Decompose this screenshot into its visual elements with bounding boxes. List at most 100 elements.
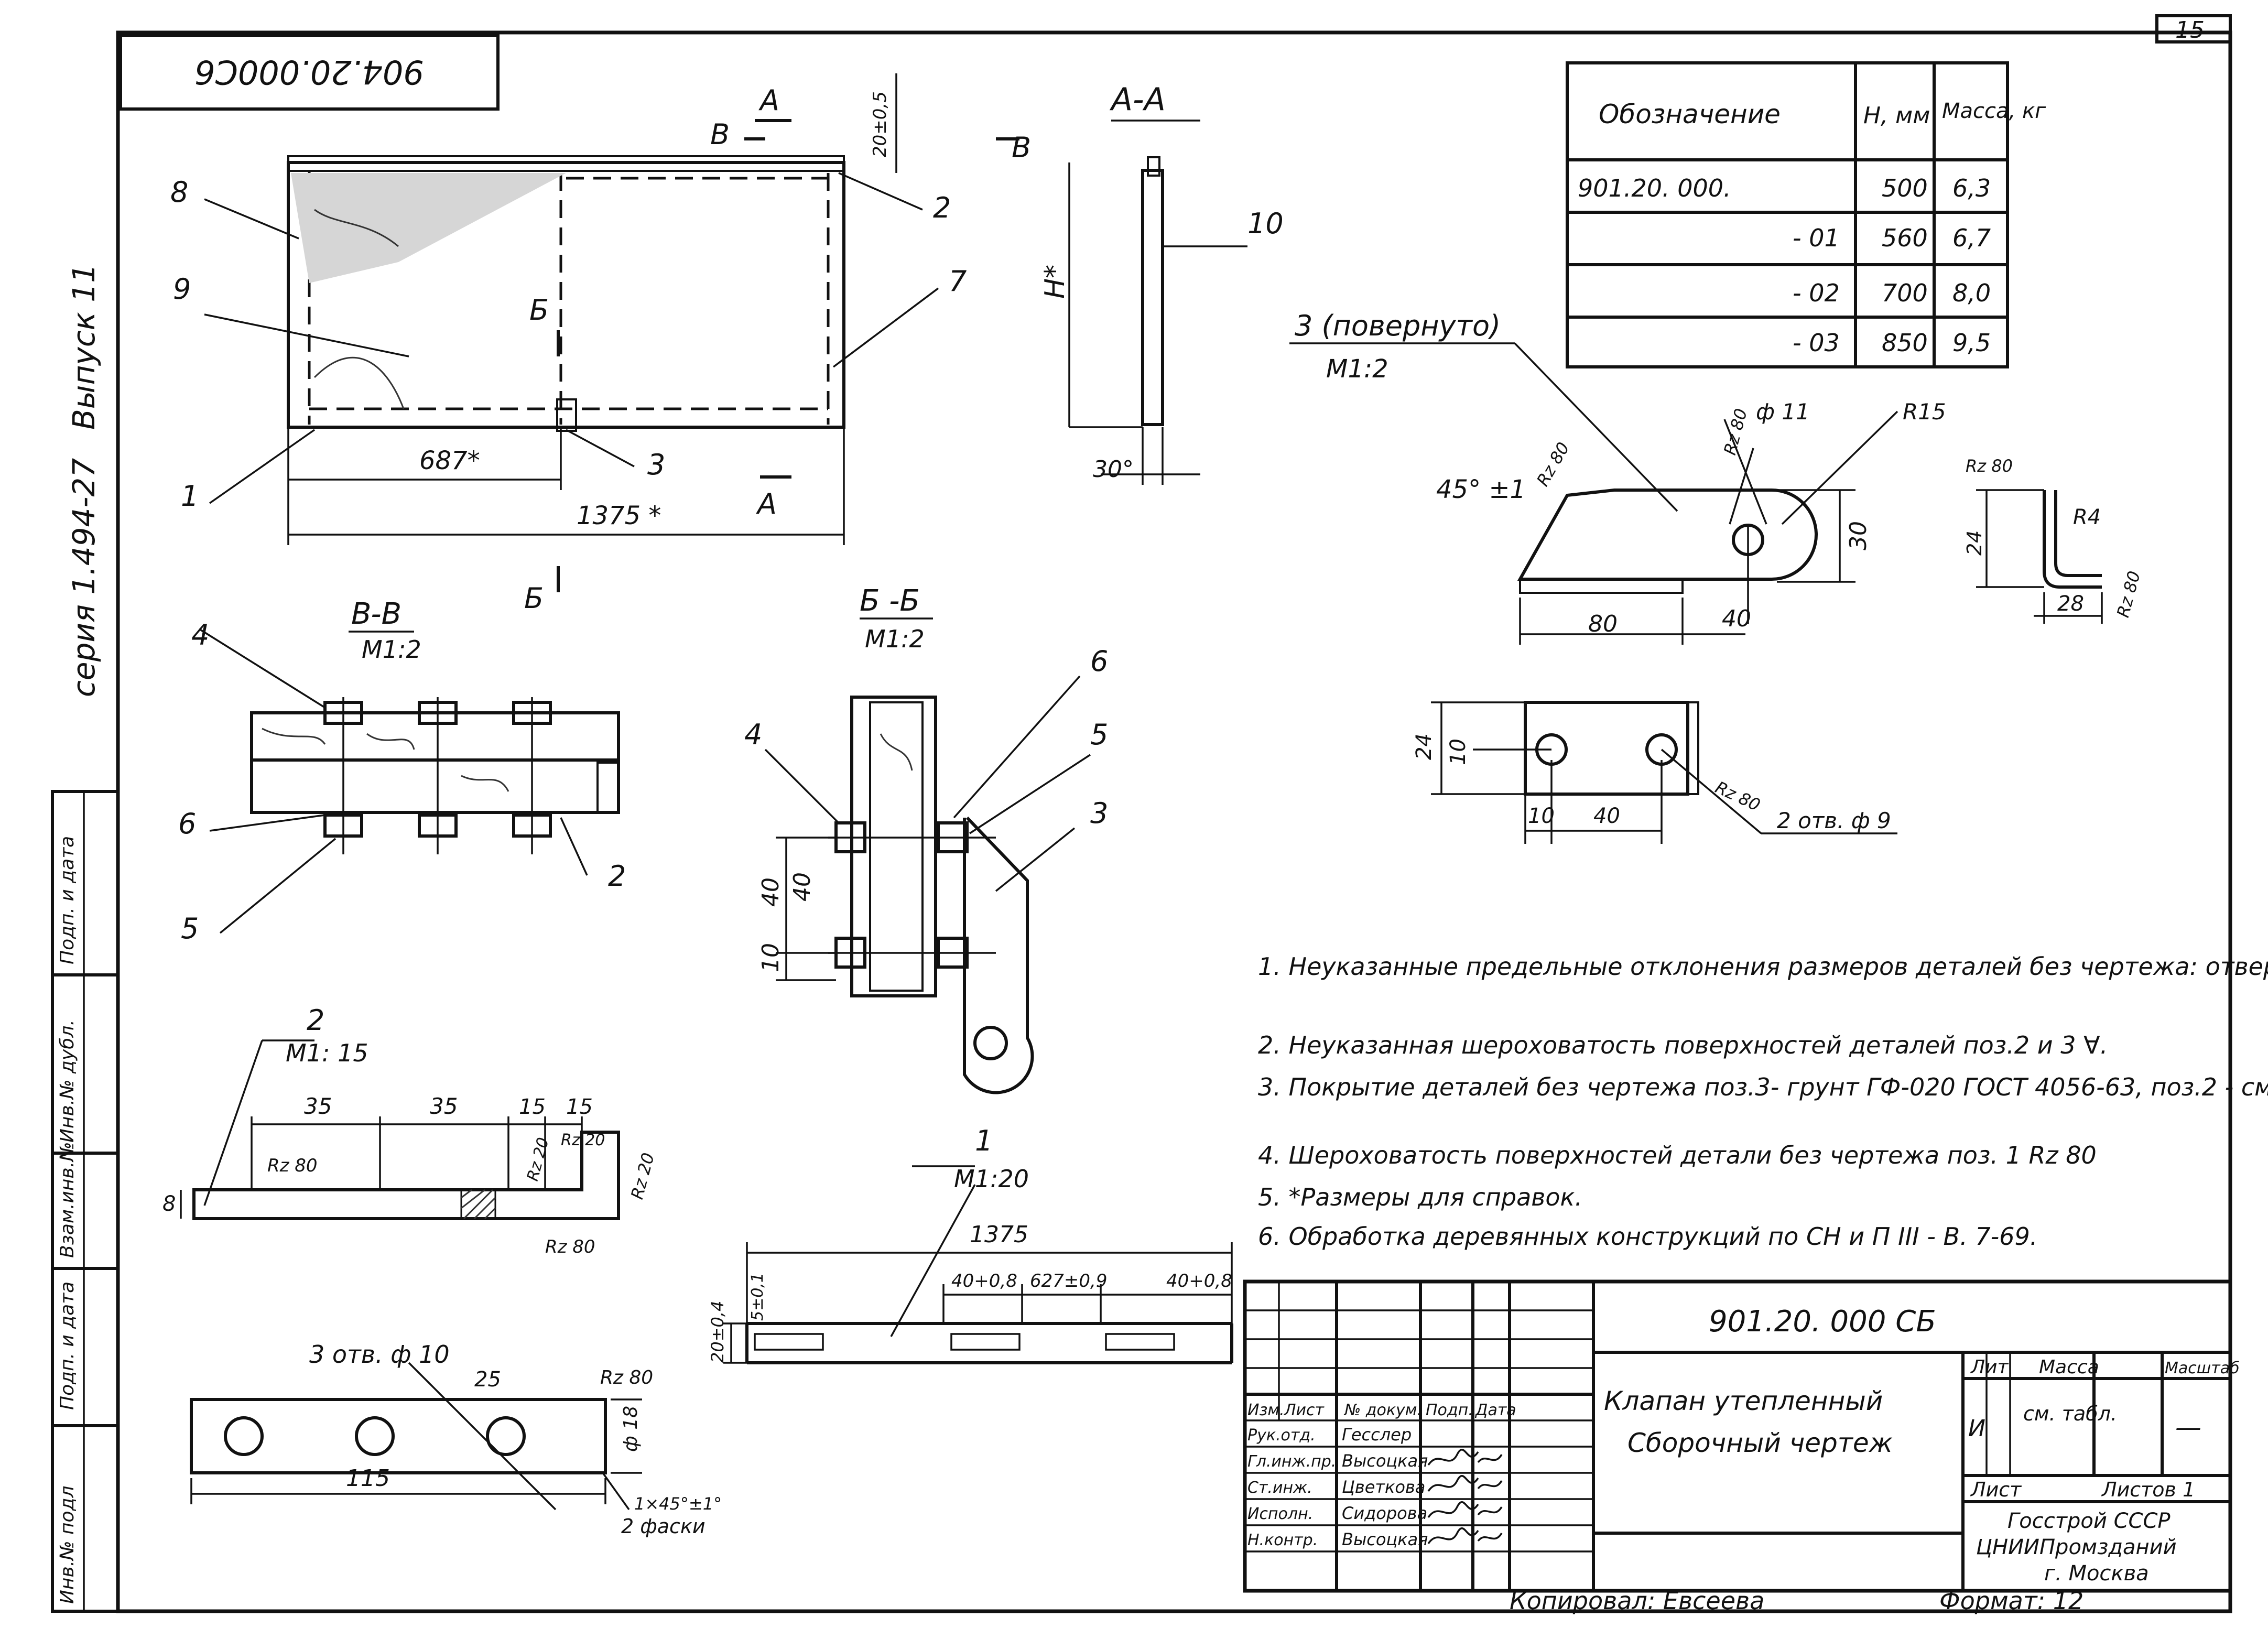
title-block-role-3: Ст.инж. [1247, 1479, 1312, 1497]
title-block-scale-value: — [2175, 1412, 2201, 1442]
callout-2: 2 [933, 191, 951, 224]
title-block-sheets-label: Листов 1 [2101, 1478, 2195, 1501]
part1-dim-627: 627±0,9 [1030, 1271, 1107, 1291]
part3-dim-rz3: Rz 80 [1712, 777, 1764, 815]
table-row-1-m: 6,7 [1952, 224, 1991, 252]
title-block-frame [1243, 1279, 2232, 1593]
part3-dim-rz2: Rz 80 [1720, 406, 1751, 457]
dim-1375: 1375 * [577, 501, 661, 530]
table-row-1-h: 560 [1882, 224, 1928, 252]
title-block-lit-label: Лит [1970, 1356, 2009, 1378]
series-label: серия 1.494-27 [66, 458, 102, 697]
table-row-3-h: 850 [1882, 329, 1928, 357]
table-row-2-des: - 02 [1793, 279, 1840, 307]
section-bb-scale: M1:2 [865, 625, 925, 653]
part2-dim-35a: 35 [304, 1093, 332, 1119]
part1-drawing [723, 1165, 1233, 1364]
part2-rz-top: Rz 20 [561, 1131, 605, 1149]
title-block-name-5: Высоцкая [1342, 1529, 1428, 1549]
part1-dim-20: 20±0,4 [708, 1301, 728, 1363]
bracket-drawing [1976, 489, 2103, 624]
title-block-role-4: Исполн. [1247, 1505, 1313, 1523]
section-bb-dim-40a: 40 [757, 877, 784, 907]
note-3: 3. Покрытие деталей без чертежа поз.3- г… [1258, 1073, 2268, 1101]
title-block-org-1: Госстрой СССР [2007, 1509, 2171, 1533]
section-mark-b-right: B [1012, 131, 1031, 164]
bracket-dim-24: 24 [1963, 530, 1986, 556]
part2-rz-mid: Rz 20 [524, 1136, 553, 1183]
title-block-mass-value: см. табл. [2023, 1402, 2117, 1425]
part3-dim-40b: 40 [1593, 804, 1620, 828]
part3-dim-holes: 2 отв. ф 9 [1777, 808, 1891, 833]
section-vv-callout-5: 5 [181, 912, 199, 945]
part3-title: 3 (повернуто) [1295, 309, 1501, 342]
title-block-mass-label: Масса [2039, 1356, 2099, 1378]
callout-3: 3 [647, 448, 665, 481]
part1-dim-1375: 1375 [970, 1221, 1028, 1248]
part2-rz-left: Rz 80 [267, 1155, 318, 1176]
part3-dim-30: 30 [1845, 521, 1872, 550]
table-row-0-m: 6,3 [1952, 174, 1991, 202]
section-aa-callout: 10 [1247, 207, 1284, 240]
part3-dim-angle: 45° ±1 [1436, 475, 1526, 504]
section-bb-callout-5: 5 [1090, 718, 1108, 751]
part2-title: 2 [307, 1004, 324, 1037]
part2-dim-8: 8 [162, 1192, 176, 1216]
table-header-designation: Обозначение [1599, 99, 1781, 129]
title-block-lit-value: И [1968, 1415, 1985, 1442]
section-vv [199, 628, 620, 934]
part3-scale: M1:2 [1326, 354, 1388, 384]
title-block-col-doc: № докум. [1343, 1401, 1422, 1419]
dim-height: H* [1039, 265, 1071, 299]
note-1: 1. Неуказанные предельные отклонения раз… [1258, 952, 2268, 981]
title-block-code: 901.20. 000 СБ [1709, 1305, 1936, 1339]
title-block-org-2: ЦНИИПромзданий [1976, 1535, 2177, 1559]
part3-dim-hole: ф 11 [1756, 399, 1810, 425]
footer-format: Формат: 12 [1939, 1587, 2083, 1615]
section-mark-be-top: Б [529, 294, 549, 327]
note-5: 5. *Размеры для справок. [1258, 1183, 1582, 1211]
strip-label-3: Взам.инв.№ [57, 1142, 78, 1258]
part3-dim-rz1: Rz 80 [1533, 439, 1574, 490]
notes-block: 1. Неуказанные предельные отклонения раз… [1258, 952, 2268, 1251]
table-row-2-m: 8,0 [1952, 279, 1991, 307]
section-bb-dim-10: 10 [757, 943, 784, 972]
part3-dim-radius: R15 [1903, 399, 1946, 425]
section-vv-callout-4: 4 [191, 618, 209, 652]
part1-dim-5: 5±0,1 [748, 1273, 767, 1321]
table-row-0-des: 901.20. 000. [1578, 174, 1731, 202]
bracket-rz-right: Rz 80 [2113, 569, 2144, 620]
title-block-col-date: Дата [1474, 1401, 1516, 1419]
title-block-title-1: Клапан утепленный [1604, 1386, 1883, 1416]
part2-plan-rz: Rz 80 [600, 1367, 653, 1388]
strip-label-5: Подп. и дата [57, 836, 78, 964]
part2-rz-right: Rz 20 [627, 1151, 658, 1201]
section-vv-scale: M1:2 [362, 635, 421, 664]
title-block-title-2: Сборочный чертеж [1627, 1428, 1893, 1458]
title-block-name-3: Цветкова [1342, 1477, 1425, 1497]
section-bb-title: Б -Б [860, 584, 920, 618]
signature-scribbles [1427, 1449, 1503, 1545]
section-vv-callout-2: 2 [608, 860, 626, 893]
section-bb-callout-6: 6 [1090, 645, 1108, 678]
part2-dim-15a: 15 [519, 1095, 546, 1119]
part3-dim-10a: 10 [1446, 739, 1470, 765]
section-bb [764, 617, 1091, 1094]
part1-title: 1 [975, 1124, 993, 1157]
table-header-mass: Масса, кг [1942, 99, 2046, 123]
part2-plan-dia18: ф 18 [620, 1406, 642, 1452]
strip-label-1: Инв.№ подл [57, 1486, 78, 1604]
note-6: 6. Обработка деревянных конструкций по С… [1258, 1222, 2037, 1251]
part2-drawing [180, 1039, 620, 1220]
callout-9: 9 [173, 273, 191, 306]
title-block-role-5: Н.контр. [1247, 1531, 1318, 1549]
title-block-role-2: Гл.инж.пр. [1247, 1452, 1336, 1471]
section-aa-title: A-A [1109, 81, 1166, 118]
title-block-col-izm: Изм. [1247, 1401, 1285, 1419]
part2-plan-chamfer: 1×45°±1° [634, 1494, 722, 1514]
title-block-col-list: Лист [1284, 1401, 1325, 1419]
section-mark-b-left: B [710, 118, 730, 151]
part1-scale: M1:20 [954, 1165, 1029, 1193]
section-aa-dim: 30° [1093, 456, 1134, 483]
